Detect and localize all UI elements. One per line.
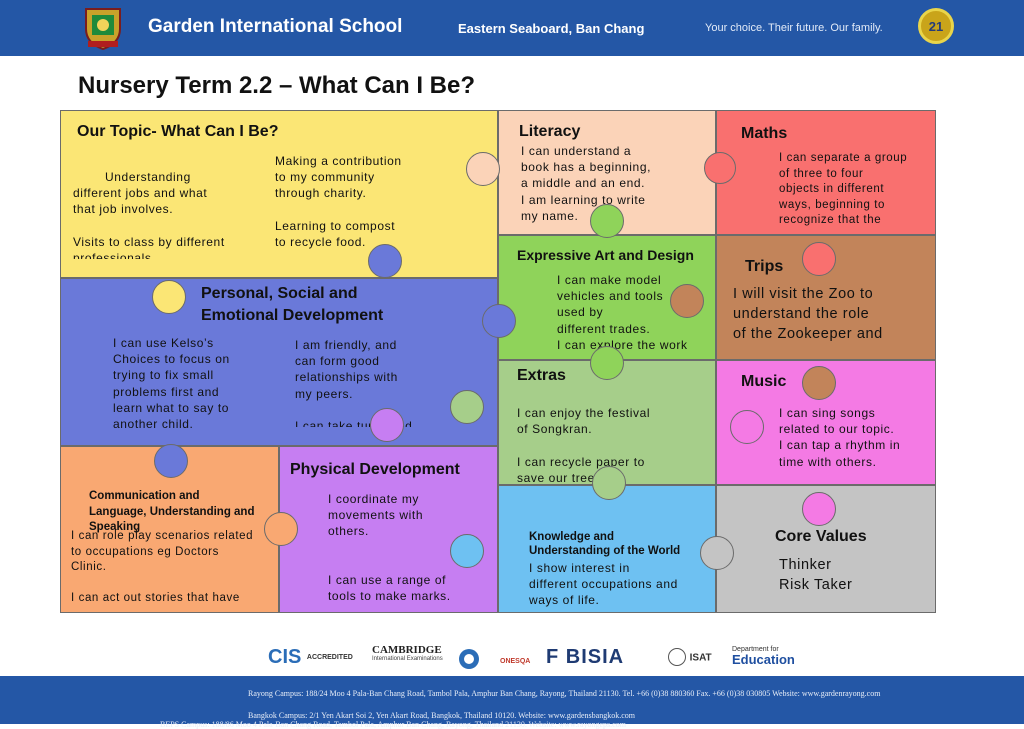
topic-title: Our Topic- What Can I Be? — [77, 123, 279, 140]
piece-psed: Personal, Social and Emotional Developme… — [60, 278, 498, 446]
puzzle-knob — [590, 346, 624, 380]
puzzle-knob — [152, 280, 186, 314]
campus-region: Eastern Seaboard, Ban Chang — [458, 21, 645, 36]
footer-beps-campus: BEPS Campus: 188/86 Moo 4 Pala-Ban Chang… — [160, 720, 626, 729]
cis-logo-text: CIS — [268, 646, 302, 668]
extras-title: Extras — [517, 367, 566, 384]
maths-text: I can separate a group of three to four … — [779, 152, 908, 227]
music-title: Music — [741, 373, 787, 390]
puzzle-knob — [802, 492, 836, 526]
dfe-logo-top: Department for — [732, 646, 779, 653]
maths-title: Maths — [741, 125, 788, 142]
physical-title: Physical Development — [290, 461, 460, 478]
onesqa-logo: ONESQA — [500, 658, 531, 665]
trips-title: Trips — [745, 258, 784, 275]
header-bar: Garden International School Eastern Seab… — [0, 0, 1024, 56]
isat-logo-text: ISAT — [689, 652, 712, 664]
footer-rayong-campus: Rayong Campus: 188/24 Moo 4 Pala-Ban Cha… — [248, 689, 881, 698]
communication-text: I can role play scenarios related to occ… — [71, 530, 254, 605]
isat-globe-icon — [668, 648, 686, 666]
puzzle-knob — [370, 408, 404, 442]
puzzle-knob — [590, 204, 624, 238]
puzzle-knob — [704, 152, 736, 184]
puzzle-knob — [450, 534, 484, 568]
piece-extras: Extras I can enjoy the festival of Songk… — [498, 360, 716, 485]
puzzle-board: Our Topic- What Can I Be? Understanding … — [60, 110, 936, 613]
footer-bangkok-campus: Bangkok Campus: 2/1 Yen Akart Soi 2, Yen… — [248, 711, 635, 720]
knowledge-text: I show interest in different occupations… — [529, 561, 678, 608]
psed-title: Personal, Social and Emotional Developme… — [201, 285, 384, 325]
puzzle-knob — [466, 152, 500, 186]
piece-physical: Physical Development I coordinate my mov… — [279, 446, 498, 613]
puzzle-knob — [154, 444, 188, 478]
puzzle-knob — [700, 536, 734, 570]
ib-logo-icon — [459, 649, 479, 669]
music-text: I can sing songs related to our topic. I… — [779, 406, 901, 469]
psed-text-1: I can use Kelso’s Choices to focus on tr… — [113, 336, 230, 431]
anniversary-badge: 21 — [918, 8, 954, 44]
dfe-logo-bottom: Education — [732, 652, 795, 668]
puzzle-knob — [670, 284, 704, 318]
puzzle-knob — [264, 512, 298, 546]
piece-knowledge: Knowledge and Understanding of the World… — [498, 485, 716, 613]
puzzle-knob — [482, 304, 516, 338]
core-title: Core Values — [775, 528, 867, 545]
piece-maths: Maths I can separate a group of three to… — [716, 110, 936, 235]
puzzle-knob — [730, 410, 764, 444]
fobisia-logo: F BISIA — [546, 646, 625, 668]
extras-text: I can enjoy the festival of Songkran. I … — [517, 406, 651, 485]
trips-text: I will visit the Zoo to understand the r… — [733, 286, 883, 342]
piece-topic: Our Topic- What Can I Be? Understanding … — [60, 110, 498, 278]
header-divider — [0, 56, 1024, 59]
physical-text: I coordinate my movements with others. I… — [328, 492, 451, 601]
cis-logo: CIS ACCREDITED — [268, 646, 353, 669]
isat-logo: ISAT — [668, 648, 712, 666]
cambridge-logo: CAMBRIDGE International Examinations — [372, 644, 443, 663]
puzzle-knob — [450, 390, 484, 424]
core-text: Thinker Risk Taker — [779, 557, 853, 593]
puzzle-knob — [592, 466, 626, 500]
cambridge-sub-text: International Examinations — [372, 656, 443, 663]
topic-text-2: Making a contribution to my community th… — [275, 154, 402, 249]
page-title: Nursery Term 2.2 – What Can I Be? — [78, 72, 476, 99]
puzzle-knob — [802, 366, 836, 400]
school-crest-icon — [85, 8, 121, 51]
tagline: Your choice. Their future. Our family. — [705, 22, 883, 34]
school-name: Garden International School — [148, 16, 403, 37]
puzzle-knob — [802, 242, 836, 276]
dfe-logo: Department for Education — [732, 646, 795, 667]
literacy-text: I can understand a book has a beginning,… — [521, 144, 652, 223]
expressive-text: I can make model vehicles and tools used… — [557, 273, 688, 350]
literacy-title: Literacy — [519, 123, 581, 140]
expressive-title: Expressive Art and Design — [517, 247, 694, 263]
cis-accredited-text: ACCREDITED — [306, 654, 353, 662]
cambridge-logo-text: CAMBRIDGE — [372, 644, 442, 656]
puzzle-knob — [368, 244, 402, 278]
accreditation-logos: CIS ACCREDITED CAMBRIDGE International E… — [0, 640, 1024, 678]
footer-bar: Rayong Campus: 188/24 Moo 4 Pala-Ban Cha… — [0, 676, 1024, 729]
communication-title: Communication and Language, Understandin… — [89, 490, 255, 534]
knowledge-title: Knowledge and Understanding of the World — [529, 531, 681, 558]
topic-text-1: Understanding different jobs and what th… — [73, 170, 225, 259]
